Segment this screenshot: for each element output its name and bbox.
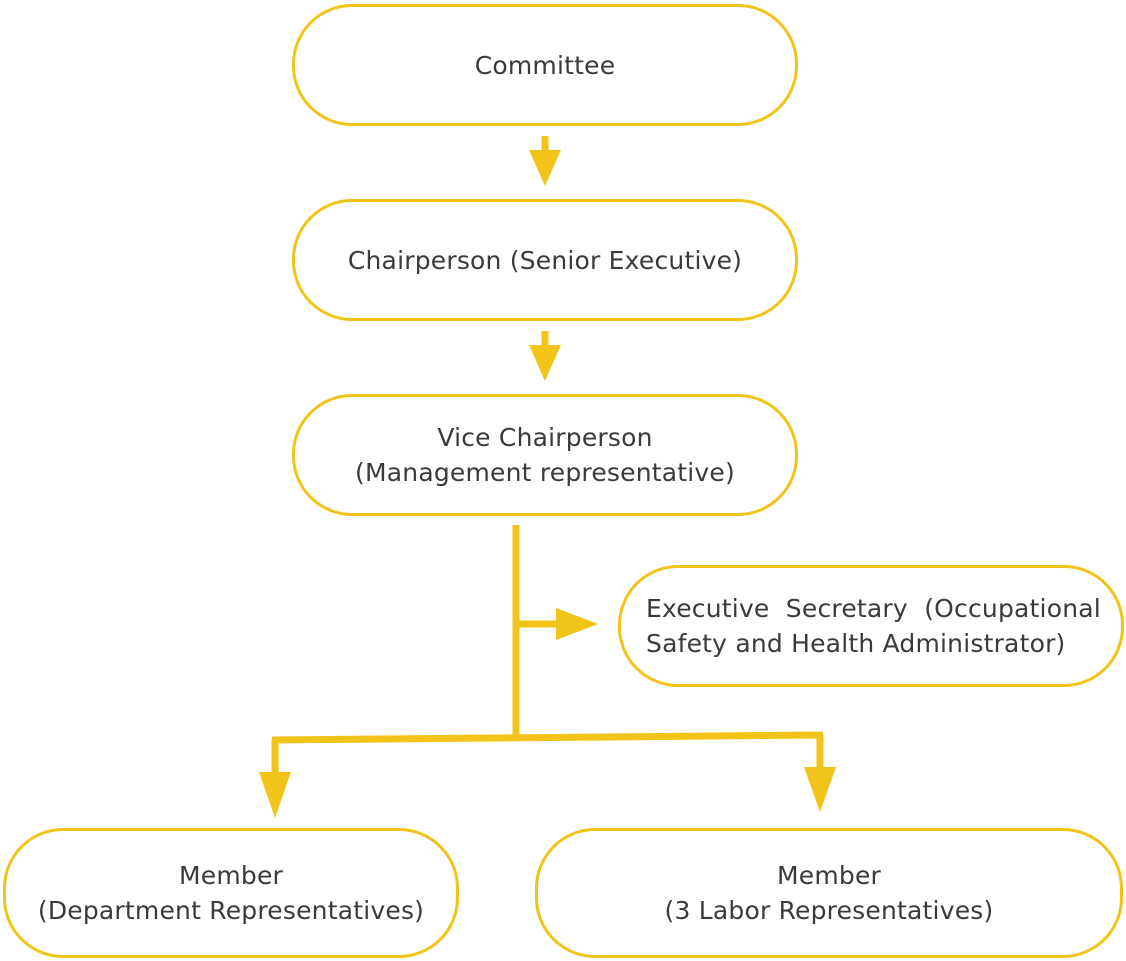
executive-secretary-label: Executive Secretary (Occupational (646, 594, 1101, 623)
edge-committee-to-chairperson (529, 136, 561, 186)
edge-vice-chairperson-to-executive-secretary (516, 608, 598, 640)
committee-node: Committee (292, 4, 798, 126)
vice-chairperson-label: Vice Chairperson (437, 423, 653, 452)
edge-chairperson-to-vice-chairperson (529, 331, 561, 381)
edge-members-bar (271, 731, 824, 744)
member-labor-node: Member (3 Labor Representatives) (535, 828, 1123, 958)
vice-chairperson-node: Vice Chairperson (Management representat… (292, 394, 798, 516)
member-labor-label: Member (776, 861, 882, 890)
chairperson-node: Chairperson (Senior Executive) (292, 199, 798, 321)
executive-secretary-node: Executive Secretary (Occupational Safety… (618, 565, 1124, 687)
member-department-node: Member (Department Representatives) (3, 828, 459, 958)
vice-chairperson-sublabel: (Management representative) (355, 458, 735, 487)
member-department-sublabel: (Department Representatives) (37, 896, 425, 925)
member-labor-sublabel: (3 Labor Representatives) (664, 896, 994, 925)
edge-vice-chairperson-to-member-department (259, 740, 291, 818)
edge-vice-chairperson-to-member-labor (804, 735, 836, 812)
executive-secretary-sublabel: Safety and Health Administrator) (646, 629, 1066, 658)
chairperson-label: Chairperson (Senior Executive) (347, 245, 743, 275)
member-department-label: Member (178, 861, 284, 890)
committee-label: Committee (474, 50, 616, 80)
